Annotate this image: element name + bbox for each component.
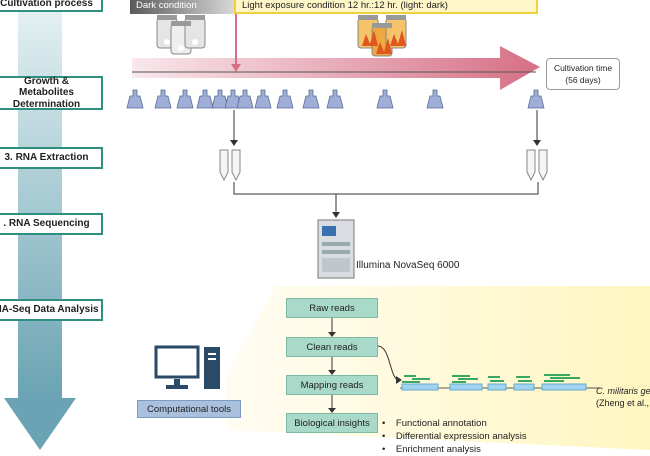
step-growth-metabolites: Growth & Metabolites Determination (0, 76, 103, 110)
pipeline-raw-reads: Raw reads (286, 298, 378, 318)
dark-condition-bar: Dark condition (130, 0, 234, 14)
analysis-list: • Functional annotation • Differential e… (382, 417, 527, 456)
genome-track (400, 374, 600, 391)
pipeline-connectors (328, 318, 600, 413)
genome-citation: (Zheng et al., 2 (596, 398, 650, 408)
step-rnaseq-analysis: NA-Seq Data Analysis (0, 299, 103, 321)
genome-reference: C. militaris gen (Zheng et al., 2 (596, 385, 650, 409)
genome-name: C. militaris gen (596, 386, 650, 396)
step-cultivation-process: Cultivation process (0, 0, 103, 12)
dark-culture-jars (156, 15, 206, 55)
step-rna-extraction: 3. RNA Extraction (0, 147, 103, 169)
cultivation-time-box: Cultivation time (56 days) (546, 58, 620, 90)
pipeline-mapping-reads: Mapping reads (286, 375, 378, 395)
analysis-item: • Differential expression analysis (382, 431, 527, 442)
light-condition-label: Light exposure condition 12 hr.:12 hr. (… (242, 0, 448, 11)
timeline-arrow (126, 14, 548, 195)
sequencer-icon (317, 194, 355, 279)
light-condition-bar: Light exposure condition 12 hr.:12 hr. (… (234, 0, 538, 14)
computer-icon (154, 345, 220, 389)
pipeline-biological-insights: Biological insights (286, 413, 378, 433)
step-rna-sequencing: . RNA Sequencing (0, 213, 103, 235)
computational-tools-label: Computational tools (137, 400, 241, 418)
light-culture-jars (357, 15, 407, 57)
process-flow-arrow (4, 0, 76, 450)
cultivation-time-label: Cultivation time (553, 63, 613, 73)
cultivation-time-days: (56 days) (565, 75, 601, 85)
sample-flasks (126, 89, 545, 109)
pipeline-clean-reads: Clean reads (286, 337, 378, 357)
dark-condition-label: Dark condition (136, 0, 197, 11)
sequencer-label: Illumina NovaSeq 6000 (356, 260, 460, 271)
rna-tubes (219, 149, 548, 182)
analysis-item: • Functional annotation (382, 418, 487, 429)
